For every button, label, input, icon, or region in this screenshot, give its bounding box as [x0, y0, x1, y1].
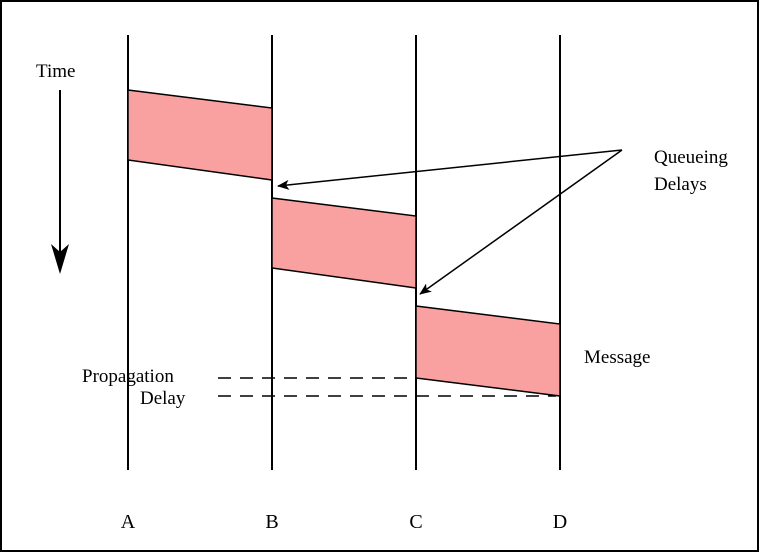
propagation-delay-label-line1: Propagation: [82, 366, 174, 387]
node-label-b: B: [265, 511, 278, 533]
node-label-a: A: [121, 511, 136, 533]
time-arrowhead: [51, 244, 69, 274]
queueing-delays-label-line2: Delays: [654, 174, 707, 195]
queueing-pointer-c: [419, 149, 623, 295]
queueing-pointer-b: [277, 149, 623, 190]
time-label: Time: [36, 61, 75, 82]
queueing-delays-label-line1: Queueing: [654, 147, 728, 168]
message-block-b-c: [271, 197, 417, 289]
message-block-a-b: [127, 89, 273, 181]
propagation-delay-label-line2: Delay: [140, 388, 186, 409]
message-label: Message: [584, 347, 650, 368]
node-label-d: D: [553, 511, 567, 533]
message-block-c-d: [415, 305, 561, 397]
node-label-c: C: [409, 511, 422, 533]
